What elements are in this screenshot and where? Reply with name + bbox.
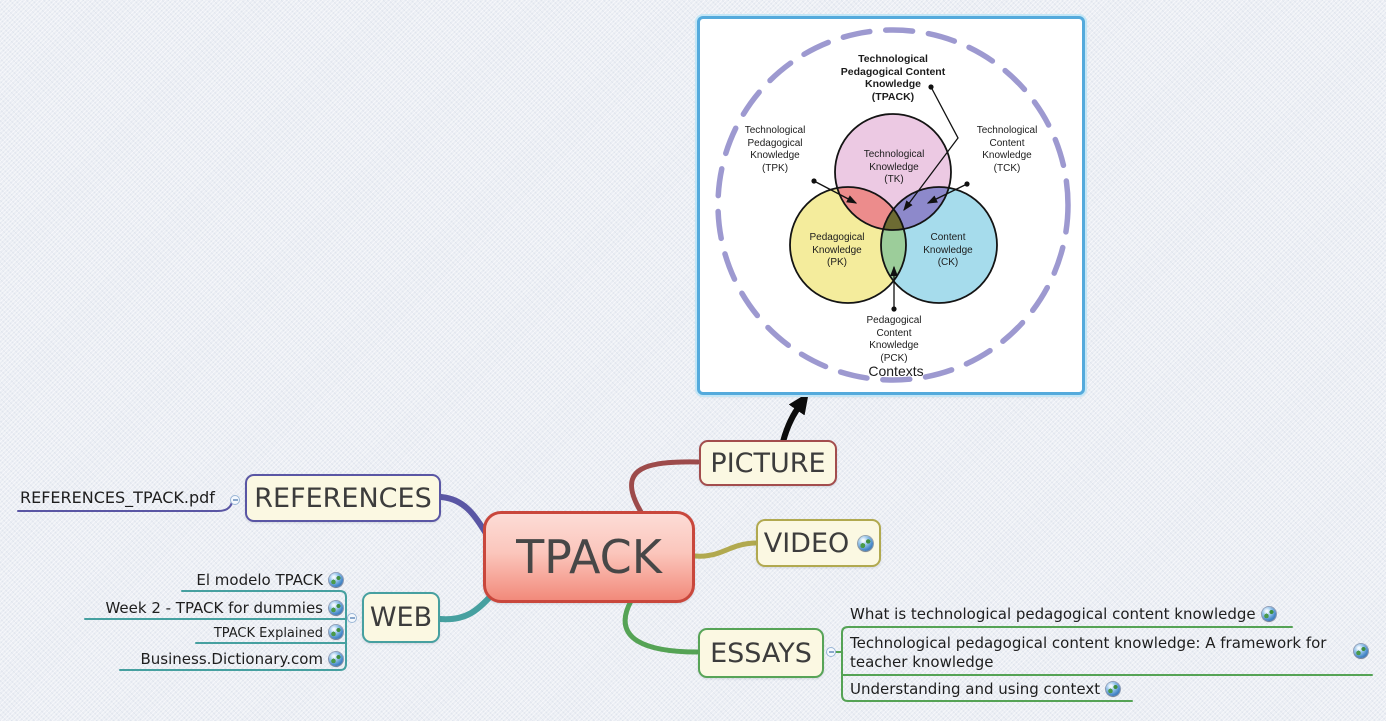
tpk-region (835, 187, 906, 230)
node-essays-label: ESSAYS (710, 637, 812, 669)
leaf-web-week2-tpack-for-dummies[interactable]: Week 2 - TPACK for dummies (105, 599, 343, 617)
leaf-web-tpack-explained[interactable]: TPACK Explained (214, 625, 343, 642)
leaf-label: Business.Dictionary.com (140, 650, 323, 668)
link-globe-icon[interactable] (329, 625, 343, 639)
tck-region (881, 187, 951, 230)
tk-outline (834, 113, 952, 231)
link-globe-icon[interactable] (329, 601, 343, 615)
branch-curve-video (692, 540, 758, 559)
leaf-essay-framework-teacher-knowledge[interactable]: Technological pedagogical content knowle… (850, 634, 1352, 672)
venn-label-tpk: Technological Pedagogical Knowledge (TPK… (744, 125, 806, 174)
attached-image-tpack-venn: Technological Pedagogical Content Knowle… (697, 16, 1085, 395)
leaf-label: What is technological pedagogical conten… (850, 605, 1256, 623)
contexts-dashed-ring (715, 27, 1071, 383)
collapse-handle-references[interactable] (230, 495, 240, 505)
branch-curve-picture (629, 459, 701, 515)
node-web-label: WEB (369, 602, 433, 633)
link-globe-icon[interactable] (329, 573, 343, 587)
minus-icon (349, 617, 355, 619)
essays-fork-outline (841, 626, 1293, 702)
node-web[interactable]: WEB (362, 592, 440, 643)
node-picture-label: PICTURE (710, 447, 826, 479)
link-globe-icon[interactable] (1106, 682, 1121, 696)
node-references-label: REFERENCES (254, 482, 432, 514)
web-fork-outline (119, 590, 347, 671)
venn-label-tk: Technological Knowledge (TK) (863, 149, 925, 185)
collapse-handle-essays[interactable] (826, 647, 836, 657)
leaf-references-pdf-label: REFERENCES_TPACK.pdf (20, 488, 215, 507)
leaf-label: TPACK Explained (213, 626, 323, 641)
leaf-label: El modelo TPACK (196, 571, 323, 589)
leaf-essay-what-is-tpck[interactable]: What is technological pedagogical conten… (850, 605, 1276, 623)
venn-diagram (715, 27, 1071, 383)
venn-label-pck: Pedagogical Content Knowledge (PCK) (866, 315, 922, 364)
node-video[interactable]: VIDEO (756, 519, 881, 567)
link-globe-icon[interactable] (1354, 644, 1368, 658)
root-node-label: TPACK (516, 530, 662, 584)
venn-label-tck: Technological Content Knowledge (TCK) (976, 125, 1038, 174)
leaf-web-el-modelo-tpack[interactable]: El modelo TPACK (196, 571, 343, 589)
node-picture[interactable]: PICTURE (699, 440, 837, 486)
leaf-label: Week 2 - TPACK for dummies (105, 599, 323, 617)
node-video-label: VIDEO (763, 527, 850, 559)
venn-label-pk: Pedagogical Knowledge (PK) (809, 232, 865, 268)
link-globe-icon[interactable] (329, 652, 343, 666)
minus-icon (232, 499, 238, 501)
leaf-label: Understanding and using context (850, 680, 1101, 698)
venn-label-tpack: Technological Pedagogical Content Knowle… (840, 53, 946, 103)
tpack-pointer-line (903, 86, 959, 212)
tck-pointer-line (926, 183, 968, 204)
tpk-pointer-line (813, 180, 858, 204)
pk-outline (789, 186, 907, 304)
link-globe-icon[interactable] (1261, 607, 1276, 621)
leaf-references-pdf[interactable]: REFERENCES_TPACK.pdf (20, 488, 215, 507)
venn-label-ck: Content Knowledge (CK) (923, 232, 973, 268)
leaf-web-business-dictionary[interactable]: Business.Dictionary.com (140, 650, 343, 668)
branch-curve-references (438, 494, 490, 538)
branch-curve-essays (622, 598, 700, 655)
leaf-essay-understanding-context[interactable]: Understanding and using context (850, 680, 1121, 698)
venn-label-contexts: Contexts (868, 363, 924, 379)
leaf-label: Technological pedagogical content knowle… (850, 634, 1327, 671)
node-essays[interactable]: ESSAYS (698, 628, 824, 678)
collapse-handle-web[interactable] (347, 613, 357, 623)
minus-icon (828, 651, 834, 653)
root-node-tpack[interactable]: TPACK (483, 511, 695, 603)
link-globe-icon[interactable] (858, 535, 874, 551)
node-references[interactable]: REFERENCES (245, 474, 441, 522)
ck-outline (880, 186, 998, 304)
